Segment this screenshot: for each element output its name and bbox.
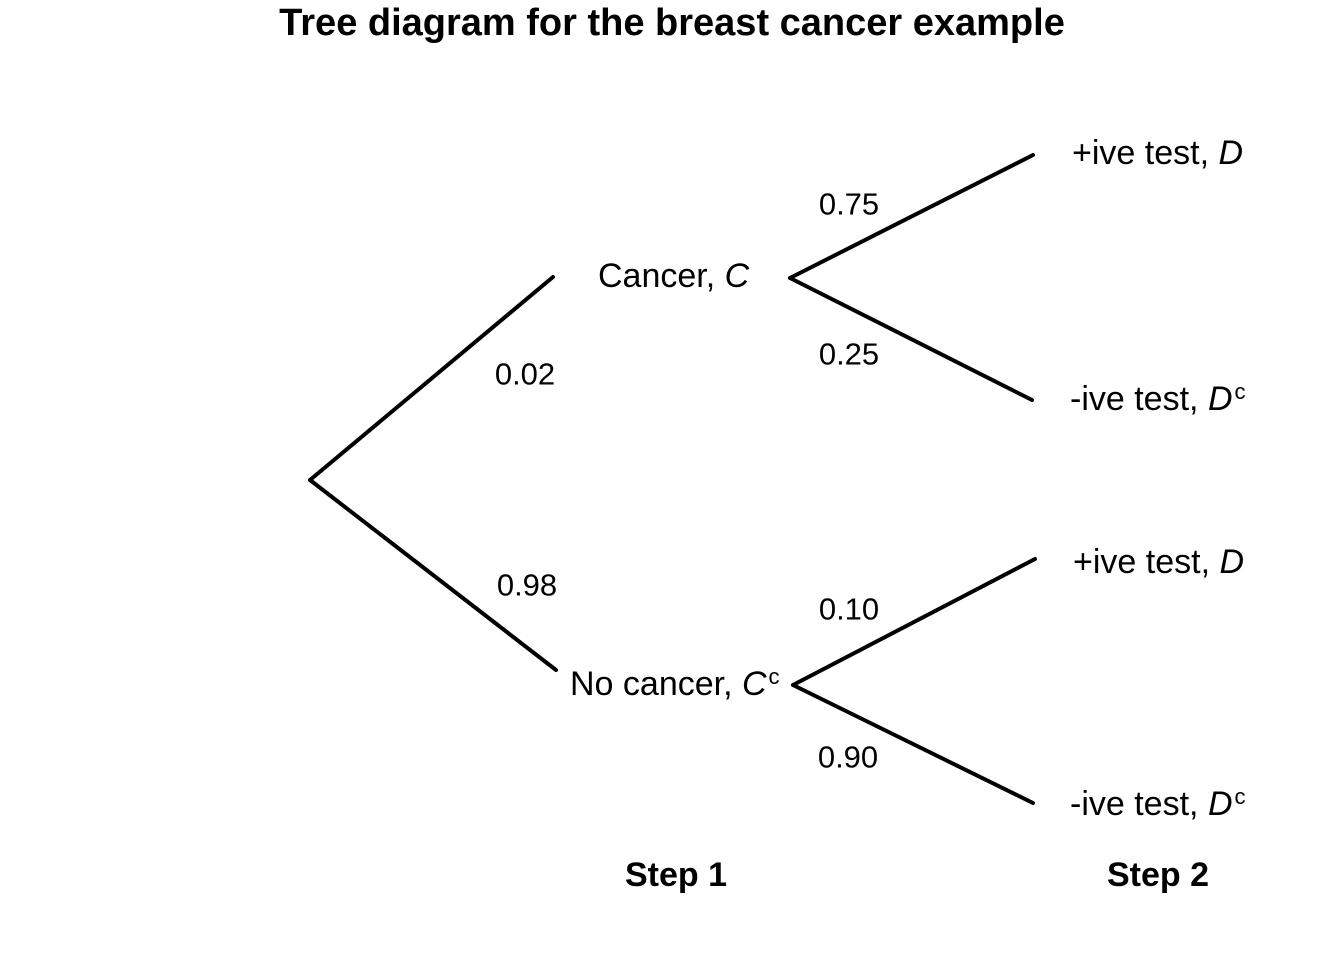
node-label-no-cancer-superscript: c [768,664,780,689]
leaf-label-superscript: c [1234,379,1246,404]
node-label-no-cancer-symbol: C [741,665,767,703]
branch-line-no-cancer-to-neg-test [791,683,1035,805]
probability-label-neg-given-no-cancer: 0.90 [817,739,879,775]
diagram-title: Tree diagram for the breast cancer examp… [279,2,1065,44]
leaf-label-neg-test-given-no-cancer: -ive test, Dc [1070,784,1246,823]
probability-label-pos-given-cancer: 0.75 [818,186,880,222]
step-2-label: Step 2 [1106,856,1210,894]
leaf-label-text: -ive test, [1070,785,1208,823]
probability-label-cancer: 0.02 [494,356,556,392]
leaf-label-pos-test-given-no-cancer: +ive test, D [1073,545,1244,579]
branch-line-root-to-no-cancer [308,478,558,672]
leaf-label-symbol: D [1207,380,1233,418]
leaf-label-superscript: c [1234,784,1246,809]
leaf-label-text: -ive test, [1070,380,1208,418]
leaf-label-symbol: D [1219,543,1245,581]
step-1-label: Step 1 [624,856,728,894]
node-label-cancer-text: Cancer, [598,257,725,295]
node-label-cancer-symbol: C [724,257,750,295]
branch-line-cancer-to-pos-test [788,153,1035,280]
node-label-cancer: Cancer, C [598,259,749,293]
node-label-no-cancer-text: No cancer, [570,665,742,703]
branch-line-no-cancer-to-pos-test [791,557,1037,687]
probability-label-pos-given-no-cancer: 0.10 [818,591,880,627]
leaf-label-pos-test-given-cancer: +ive test, D [1072,136,1243,170]
branch-line-cancer-to-neg-test [788,276,1034,402]
leaf-label-neg-test-given-cancer: -ive test, Dc [1070,379,1246,418]
leaf-label-text: +ive test, [1072,134,1219,172]
probability-label-no-cancer: 0.98 [496,567,558,603]
node-label-no-cancer: No cancer, Cc [570,664,780,703]
branch-line-root-to-cancer [308,275,555,482]
probability-label-neg-given-cancer: 0.25 [818,336,880,372]
leaf-label-symbol: D [1207,785,1233,823]
leaf-label-symbol: D [1218,134,1244,172]
leaf-label-text: +ive test, [1073,543,1220,581]
